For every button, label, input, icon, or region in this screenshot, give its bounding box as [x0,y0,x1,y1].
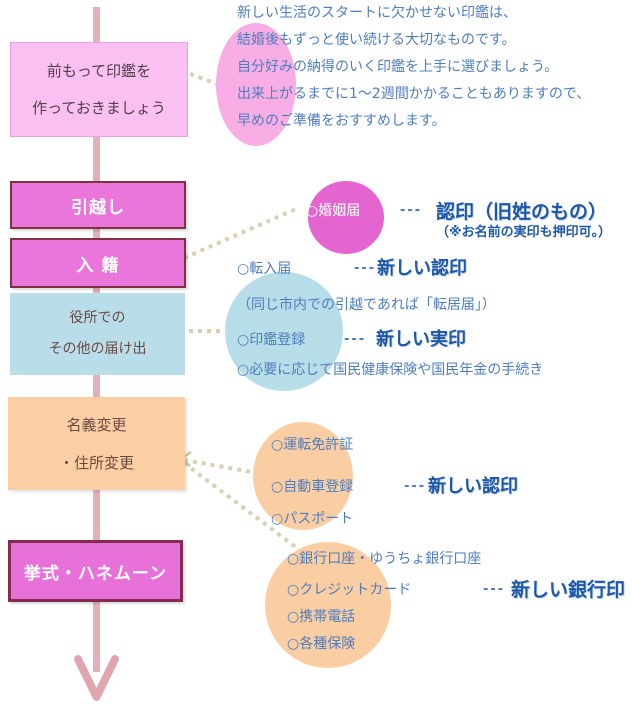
prepare-seal-line2: 作っておきましょう [32,98,166,117]
intro-paragraph-line: 新しい生活のスタートに欠かせない印鑑は、 [237,5,517,21]
marriage-seal: 認印（旧姓のもの） [436,201,608,223]
office-row2-note: （同じ市内での引越であれば「転居届」） [237,297,496,313]
intro-paragraph-line: 出来上がるまでに1～2週間かかることもありますので、 [237,86,591,102]
moving-label: 引越し [71,197,125,218]
prepare-seal-line1: 前もって印鑑を [46,61,152,80]
ceremony-honeymoon-label: 挙式・ハネムーン [23,563,168,584]
intro-paragraph-line: 自分好みの納得のいく印鑑を上手に選びましょう。 [237,59,559,75]
timeline-arrowhead-icon [74,655,119,701]
marriage-registration-label: 入 籍 [76,255,120,276]
dotted-connector-accounts [182,461,299,550]
documents-seal: 新しい認印 [428,476,518,497]
accounts-seal: 新しい銀行印 [511,579,626,601]
intro-paragraph: 新しい生活のスタートに欠かせない印鑑は、 結婚後もずっと使い続ける大切なものです… [237,0,590,135]
step-box-marriage-registration: 入 籍 [10,238,186,288]
office-row1-dashes: --- [354,261,377,276]
documents-item-1: ○運転免許証 [271,437,354,453]
accounts-item-2: ○クレジットカード [287,582,412,598]
intro-paragraph-line: 結婚後もずっと使い続ける大切なものです。 [237,32,516,48]
documents-circle [253,422,353,530]
documents-item-3: ○パスポート [271,511,354,527]
documents-dashes: --- [404,479,427,494]
step-box-city-office: 役所での その他の届け出 [10,293,185,375]
office-row3-seal: 新しい実印 [376,329,466,350]
office-row3-dashes: --- [344,332,367,347]
step-box-moving: 引越し [10,181,186,229]
accounts-dashes: --- [483,582,506,597]
city-office-line2: その他の届け出 [48,341,147,357]
accounts-item-3: ○携帯電話 [287,609,356,625]
city-office-line1: 役所での [69,310,126,326]
intro-ellipse [216,23,296,146]
marriage-note: （※お名前の実印も押印可。） [436,225,612,240]
office-circle [225,272,343,391]
dotted-connector-intro [189,72,218,86]
step-box-name-change: 名義変更 ・住所変更 [8,397,185,490]
step-box-ceremony-honeymoon: 挙式・ハネムーン [8,540,183,602]
office-row1-seal: 新しい認印 [377,258,467,279]
marriage-dashes: --- [400,203,423,218]
documents-item-2: ○自動車登録 [271,479,354,495]
accounts-circle [265,542,391,668]
office-row3-item: ○印鑑登録 [237,332,306,348]
name-change-line2: ・住所変更 [58,453,134,472]
step-box-prepare-seal: 前もって印鑑を 作っておきましょう [10,42,188,137]
marriage-circle [308,181,384,254]
office-row1-item: ○転入届 [237,261,292,277]
office-row4-item: ○必要に応じて国民健康保険や国民年金の手続き [237,362,544,378]
accounts-item-1: ○銀行口座・ゆうちょ銀行口座 [287,551,482,567]
accounts-item-4: ○各種保険 [287,636,356,652]
dotted-connector-marriage [183,207,297,260]
dotted-connector-documents [183,458,253,474]
name-change-line1: 名義変更 [66,415,127,434]
intro-paragraph-line: 早めのご準備をおすすめします。 [237,113,446,129]
marriage-item: ○婚姻届 [306,203,361,219]
